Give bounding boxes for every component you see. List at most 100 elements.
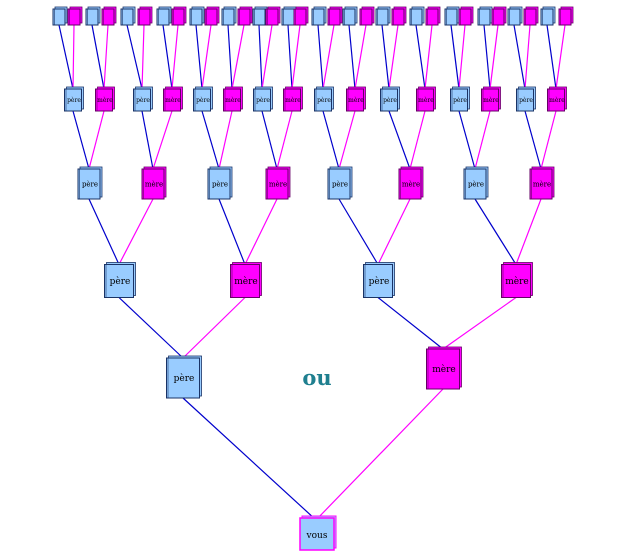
svg-text:mère: mère (432, 364, 456, 375)
tree-edge-40 (388, 110, 411, 170)
tree-edge-48 (348, 24, 356, 90)
father-node-gen3-3: père (77, 166, 103, 200)
tree-edge-59 (524, 24, 531, 90)
mother-node-gen5-57 (491, 6, 507, 26)
svg-text:mère: mère (234, 276, 258, 287)
mother-node-gen4-43: mère (481, 86, 501, 112)
tree-edge-33 (442, 297, 517, 350)
tree-edge-15 (58, 24, 74, 90)
mother-node-gen5-53 (425, 6, 441, 26)
svg-text:père: père (519, 97, 533, 104)
svg-text:père: père (317, 97, 331, 104)
svg-text:père: père (332, 180, 348, 188)
father-node-gen4-42: père (450, 86, 470, 112)
father-node-gen5-50 (375, 6, 391, 26)
tree-edge-34 (338, 198, 379, 265)
svg-text:mère: mère (97, 97, 113, 104)
tree-edge-61 (555, 24, 566, 90)
svg-text:père: père (174, 373, 195, 384)
father-node-gen2-32: père (363, 262, 395, 298)
mother-node-gen3-6: mère (265, 166, 291, 200)
svg-text:père: père (383, 97, 397, 104)
father-node-gen3-36: père (463, 166, 489, 200)
svg-text:mère: mère (402, 180, 420, 188)
father-node-gen3-34: père (327, 166, 353, 200)
mother-node-gen1-31: mère (426, 346, 462, 390)
tree-edge-18 (103, 24, 109, 90)
tree-edge-45 (540, 110, 557, 170)
tree-edge-1 (118, 297, 184, 359)
tree-edge-38 (322, 110, 340, 170)
father-node-gen5-58 (507, 6, 523, 26)
tree-edge-10 (152, 110, 173, 170)
tree-edge-19 (126, 24, 143, 90)
svg-text:père: père (82, 180, 98, 188)
mother-node-gen4-41: mère (416, 86, 436, 112)
father-node-gen4-44: père (516, 86, 536, 112)
tree-edge-49 (354, 24, 367, 90)
father-node-gen5-23 (189, 6, 205, 26)
tree-edge-14 (276, 110, 293, 170)
tree-edge-56 (483, 24, 491, 90)
tree-edge-5 (218, 198, 246, 265)
mother-node-gen4-10: mère (163, 86, 183, 112)
tree-edge-57 (489, 24, 499, 90)
father-node-gen5-46 (311, 6, 327, 26)
tree-edge-42 (458, 110, 476, 170)
father-node-gen5-56 (477, 6, 493, 26)
tree-edge-26 (231, 24, 245, 90)
svg-text:vous: vous (306, 531, 328, 541)
mother-node-gen5-16 (67, 6, 83, 26)
mother-node-gen5-61 (558, 6, 574, 26)
mother-node-gen2-33: mère (501, 262, 533, 298)
you-node: vous (299, 515, 337, 551)
mother-node-gen3-35: mère (398, 166, 424, 200)
svg-text:mère: mère (145, 180, 163, 188)
father-node-gen5-21 (156, 6, 172, 26)
tree-edge-25 (227, 24, 233, 90)
svg-text:mère: mère (549, 97, 565, 104)
tree-edge-35 (377, 198, 411, 265)
svg-text:père: père (453, 97, 467, 104)
father-node-gen5-17 (85, 6, 101, 26)
mother-node-gen5-49 (359, 6, 375, 26)
tree-edge-17 (91, 24, 105, 90)
tree-edge-50 (381, 24, 390, 90)
tree-edge-54 (450, 24, 460, 90)
father-node-gen5-27 (252, 6, 268, 26)
father-node-gen4-7: père (64, 86, 84, 112)
svg-text:mère: mère (505, 276, 529, 287)
svg-text:père: père (110, 276, 131, 287)
tree-edge-16 (72, 24, 75, 90)
tree-edge-52 (415, 24, 426, 90)
father-node-gen4-11: père (193, 86, 213, 112)
tree-edge-7 (72, 110, 90, 170)
svg-text:mère: mère (225, 97, 241, 104)
svg-text:père: père (468, 180, 484, 188)
mother-node-gen4-14: mère (283, 86, 303, 112)
mother-node-gen4-45: mère (547, 86, 567, 112)
mother-node-gen5-28 (265, 6, 281, 26)
tree-edge-36 (474, 198, 517, 265)
mother-node-gen5-55 (458, 6, 474, 26)
tree-edge-32 (377, 297, 444, 350)
tree-edge-21 (162, 24, 173, 90)
svg-text:mère: mère (269, 180, 287, 188)
tree-edge-41 (409, 110, 426, 170)
tree-edge-0 (182, 397, 317, 521)
svg-text:mère: mère (165, 97, 181, 104)
father-node-gen5-48 (342, 6, 358, 26)
tree-edge-43 (474, 110, 491, 170)
mother-node-gen4-39: mère (346, 86, 366, 112)
mother-node-gen5-22 (171, 6, 187, 26)
mother-node-gen5-18 (101, 6, 117, 26)
tree-edge-20 (141, 24, 145, 90)
tree-edge-30 (291, 24, 301, 90)
mother-node-gen3-4: mère (141, 166, 167, 200)
tree-edge-3 (88, 198, 120, 265)
svg-text:père: père (212, 180, 228, 188)
tree-edge-6 (244, 198, 278, 265)
mother-node-gen3-37: mère (529, 166, 555, 200)
or-label: ou (302, 365, 331, 390)
